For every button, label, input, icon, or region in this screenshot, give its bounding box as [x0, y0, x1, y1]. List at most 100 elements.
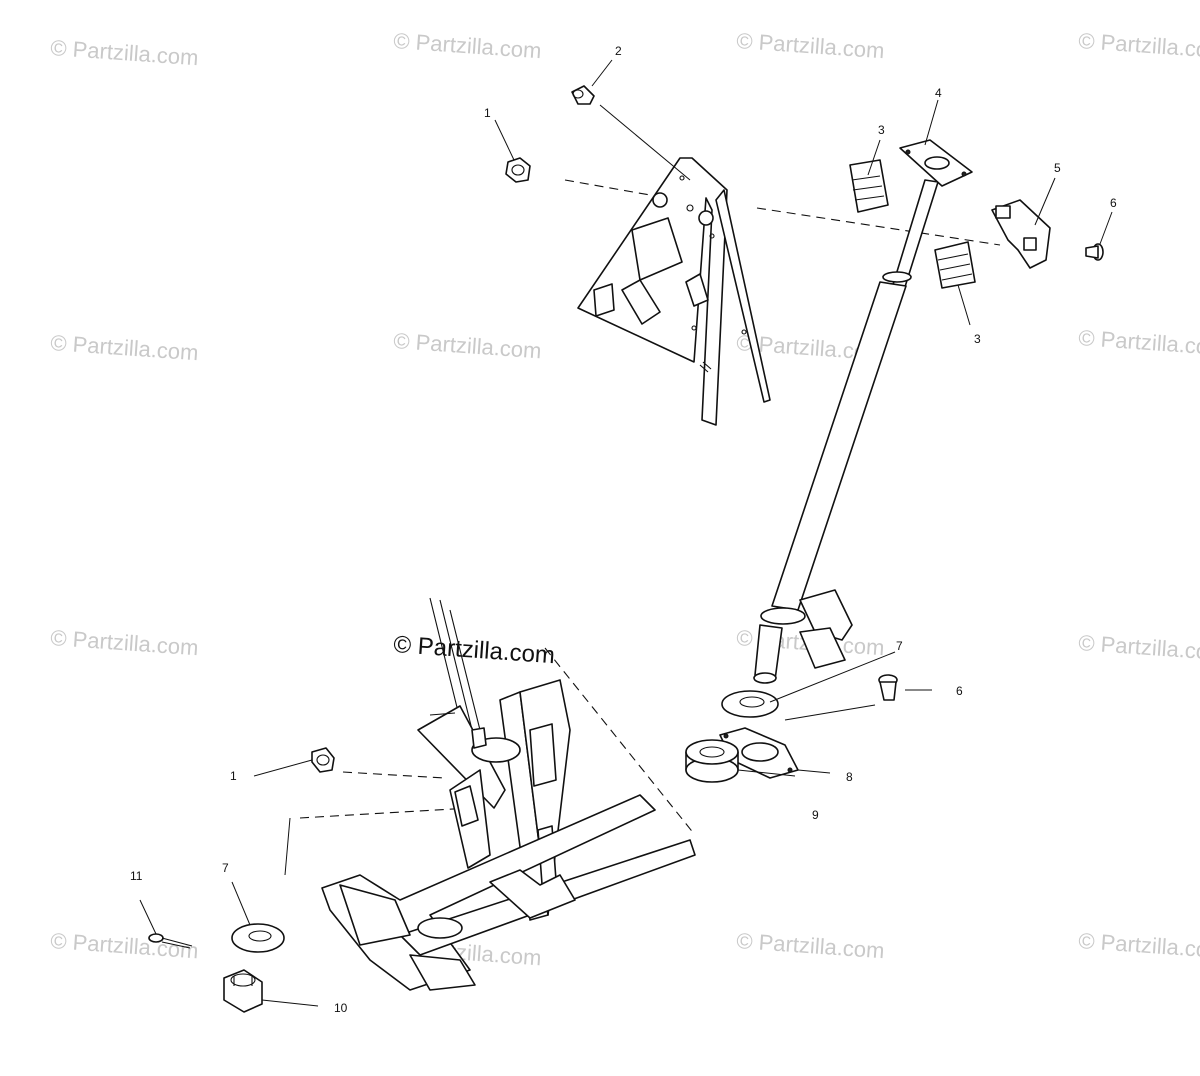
leader-line [253, 759, 313, 777]
callout-10: 10 [334, 1001, 348, 1015]
nut-bore [316, 754, 330, 766]
callout-6: 6 [956, 684, 963, 698]
flange-bore [924, 156, 950, 170]
frame-gusset-slot [454, 785, 479, 827]
part-6-bolt-upper [1085, 243, 1104, 261]
part-1-nut-upper [505, 157, 531, 183]
watermark: © Partzilla.com [1078, 630, 1200, 665]
watermark: © Partzilla.com [736, 928, 886, 963]
leader-line [797, 769, 831, 774]
watermark: © Partzilla.com [50, 35, 200, 70]
fitting-tip [572, 89, 584, 99]
washer [231, 923, 285, 953]
alignment-line [544, 647, 696, 836]
part-9-bushing [685, 739, 739, 783]
watermark-grid: © Partzilla.com © Partzilla.com © Partzi… [50, 28, 1200, 970]
leader-line [139, 899, 157, 935]
flange-bolt-hole [961, 171, 967, 177]
column-pitman-arm [799, 627, 846, 669]
column-shaft-end [753, 672, 777, 684]
bolt-shank [1085, 245, 1099, 259]
hex-nut [311, 747, 335, 773]
steering-column [753, 179, 939, 684]
part-3-bushing-lower [934, 241, 976, 289]
leader-line [737, 769, 796, 777]
frame-edge [429, 712, 456, 716]
callout-1: 1 [230, 769, 237, 783]
hex-nut [505, 157, 531, 183]
bracket-hole [709, 233, 715, 239]
watermark: © Partzilla.com [393, 28, 543, 63]
callout-2: 2 [615, 44, 622, 58]
watermark: © Partzilla.com [1078, 928, 1200, 963]
column-lower-shaft [754, 624, 783, 681]
nut-bore [511, 164, 525, 176]
leader-line [957, 284, 971, 326]
washer-bore [248, 930, 272, 942]
bracket-slot [685, 273, 709, 307]
column-collar [882, 271, 912, 283]
clamp-slot [995, 205, 1011, 219]
bolt-shank [879, 681, 897, 701]
flange-bolt-hole [905, 149, 911, 155]
upper-frame-bracket [577, 157, 771, 426]
frame-crossmember [489, 869, 576, 919]
bracket-hole [691, 325, 697, 331]
frame-bracket-hole [417, 917, 463, 939]
clamp-slot [1023, 237, 1037, 251]
callout-4: 4 [935, 86, 942, 100]
frame-skid-plate [409, 954, 476, 991]
part-1-nut-lower [311, 747, 335, 773]
alignment-lines [299, 179, 1001, 836]
leader-lines [139, 59, 1113, 1007]
callout-3: 3 [974, 332, 981, 346]
bracket-hole [652, 192, 668, 208]
alignment-line [299, 807, 471, 819]
leader-line [599, 104, 691, 181]
leader-line [867, 139, 881, 176]
bushing-top [685, 739, 739, 765]
column-lower-collar [760, 607, 806, 625]
washer [721, 690, 779, 718]
watermark: © Partzilla.com [736, 28, 886, 63]
leader-line [1034, 177, 1056, 226]
bushing-ribs [937, 253, 973, 281]
part-7-washer-lower [231, 923, 285, 953]
part-2-grease-fitting [571, 85, 595, 105]
watermark: © Partzilla.com [50, 330, 200, 365]
leader-line [591, 59, 613, 87]
watermark: © Partzilla.com [1078, 28, 1200, 63]
leader-line [769, 651, 896, 703]
column-main-tube [771, 281, 907, 611]
castle-nut-bore [230, 973, 256, 987]
callout-5: 5 [1054, 161, 1061, 175]
watermark: © Partzilla.com [1078, 325, 1200, 360]
bracket-hole [741, 329, 747, 335]
part-10-castle-nut [223, 969, 263, 1013]
part-7-washer-upper [721, 690, 779, 718]
leader-line [1099, 211, 1113, 245]
frame-headtube-stud [471, 727, 487, 749]
watermark-main: © Partzilla.com [393, 631, 556, 669]
watermark: © Partzilla.com [393, 328, 543, 363]
leader-line [494, 119, 515, 161]
bracket-hole [686, 204, 694, 212]
alignment-line [564, 179, 651, 196]
bracket-marking [699, 361, 712, 373]
bracket-cutout [631, 217, 683, 281]
bracket-slot [593, 283, 615, 317]
bearing-plate-bore [741, 742, 779, 762]
callout-3: 3 [878, 123, 885, 137]
bushing-bore [699, 746, 725, 758]
washer-bore [739, 696, 765, 708]
leader-line [784, 704, 876, 721]
cotter-pin-legs [161, 937, 193, 949]
bracket-hole [698, 210, 714, 226]
callout-9: 9 [812, 808, 819, 822]
bushing-ribs [851, 175, 885, 201]
callout-6: 6 [1110, 196, 1117, 210]
leader-line [261, 999, 319, 1007]
callout-7: 7 [896, 639, 903, 653]
bearing-plate-hole [787, 767, 793, 773]
